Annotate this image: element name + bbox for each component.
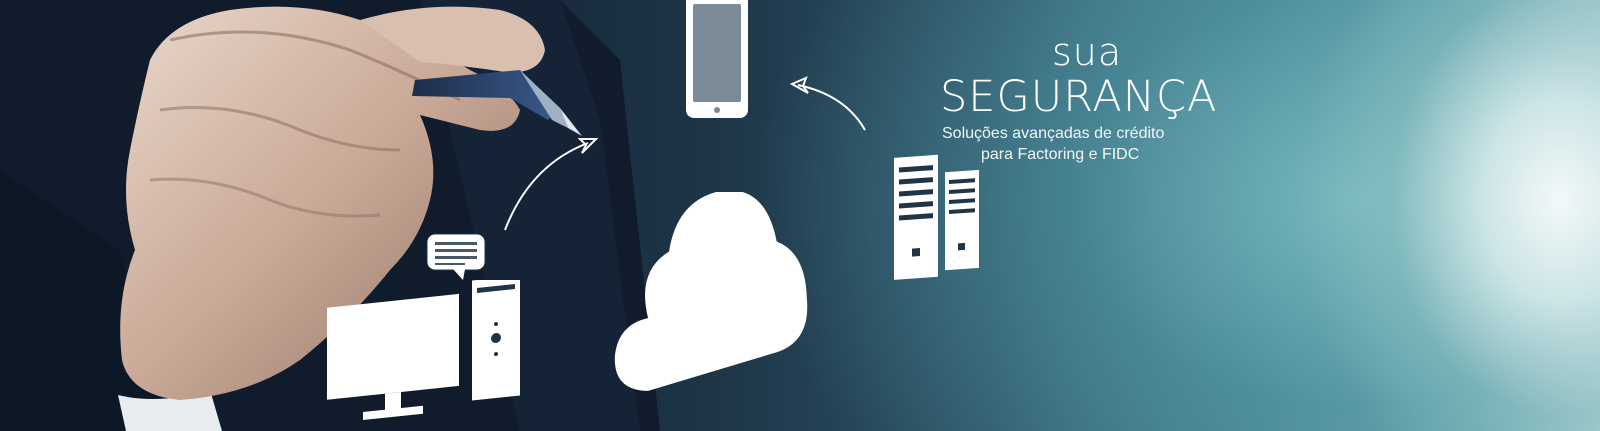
- desktop-computer-icon: [327, 280, 520, 421]
- headline-large: SEGURANÇA: [940, 72, 1218, 122]
- cloud-icon: [614, 192, 808, 391]
- curved-arrow-icon: [790, 76, 866, 131]
- businessman-hand-illustration: [0, 0, 660, 431]
- tablet-icon: [686, 0, 748, 118]
- chat-bubble-icon: [426, 233, 486, 280]
- subheadline-line-2: para Factoring e FIDC: [981, 146, 1140, 163]
- curved-arrow-icon-2: [504, 138, 599, 231]
- subheadline-line-1: Soluções avançadas de crédito: [942, 125, 1165, 142]
- headline-small: sua: [1052, 30, 1123, 74]
- server-tower-icon: [894, 154, 979, 280]
- tagline-block: sua SEGURANÇA Soluções avançadas de créd…: [940, 30, 1220, 165]
